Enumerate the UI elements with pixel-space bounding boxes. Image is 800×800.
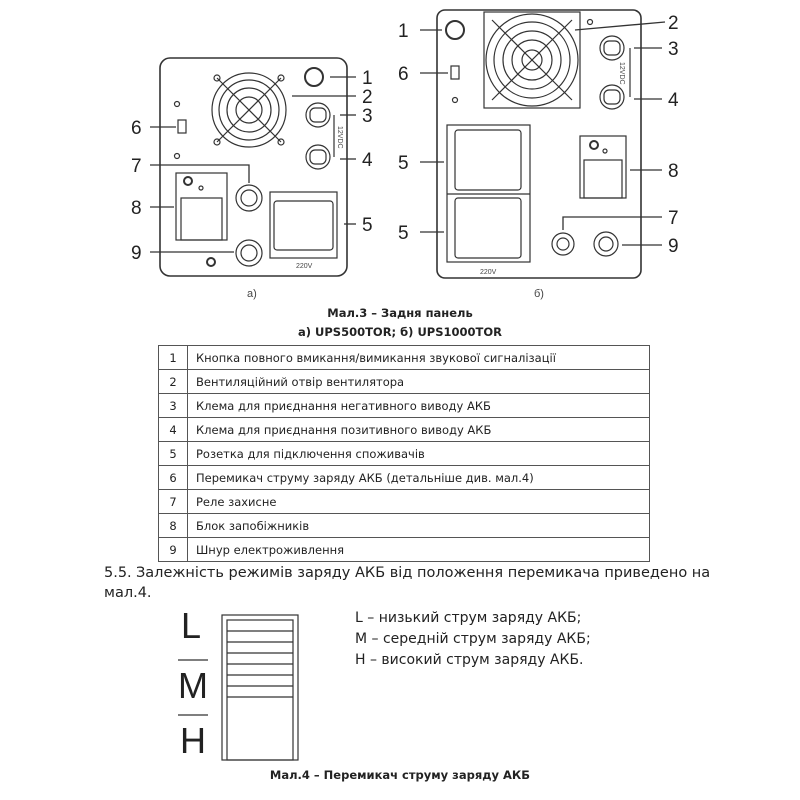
legend-m: M – середній струм заряду АКБ; <box>355 631 591 647</box>
paragraph-text: Залежність режимів заряду АКБ від положе… <box>104 565 711 601</box>
row-number: 9 <box>158 537 188 562</box>
svg-text:5: 5 <box>398 223 409 244</box>
svg-text:220V: 220V <box>480 269 497 276</box>
svg-text:3: 3 <box>668 39 679 60</box>
row-number: 5 <box>158 441 188 466</box>
svg-text:5: 5 <box>398 153 409 174</box>
row-description: Шнур електроживлення <box>187 537 650 562</box>
row-number: 4 <box>158 417 188 442</box>
power-button-icon <box>445 20 465 40</box>
legend-h: H – високий струм заряду АКБ. <box>355 652 584 668</box>
charge-switch-icon <box>177 119 187 134</box>
paragraph-number: 5.5. <box>104 565 132 581</box>
power-cord-icon <box>593 231 619 257</box>
power-button-icon <box>304 67 324 87</box>
svg-text:6: 6 <box>398 64 409 85</box>
svg-text:6: 6 <box>131 118 142 139</box>
svg-text:а): а) <box>247 288 257 300</box>
outlet-icon <box>269 191 338 259</box>
row-number: 2 <box>158 369 188 394</box>
svg-text:2: 2 <box>362 87 373 108</box>
figure3-subcaption: а) UPS500TOR; б) UPS1000TOR <box>298 325 502 339</box>
row-description: Розетка для підключення споживачів <box>187 441 650 466</box>
svg-text:9: 9 <box>668 236 679 257</box>
row-description: Блок запобіжників <box>187 513 650 538</box>
charge-switch-diagram <box>178 614 299 761</box>
legend-l: L – низький струм заряду АКБ; <box>355 610 582 626</box>
row-description: Клема для приєднання позитивного виводу … <box>187 417 650 442</box>
svg-text:1: 1 <box>362 68 373 89</box>
paragraph-5-5: 5.5.Залежність режимів заряду АКБ від по… <box>104 563 714 603</box>
row-description: Вентиляційний отвір вентилятора <box>187 369 650 394</box>
figure4-caption: Мал.4 – Перемикач струму заряду АКБ <box>269 768 531 782</box>
relay-icon <box>551 232 575 256</box>
svg-text:4: 4 <box>668 90 679 111</box>
svg-text:1: 1 <box>398 21 409 42</box>
row-number: 1 <box>158 345 188 370</box>
svg-text:12VDC: 12VDC <box>336 126 343 149</box>
letter-h: H <box>180 720 206 761</box>
row-description: Кнопка повного вмикання/вимикання звуков… <box>187 345 650 370</box>
svg-text:3: 3 <box>362 106 373 127</box>
figure3-caption: Мал.3 – Задня панель <box>327 306 473 320</box>
svg-text:4: 4 <box>362 150 373 171</box>
svg-text:2: 2 <box>668 13 679 34</box>
row-number: 6 <box>158 465 188 490</box>
row-description: Клема для приєднання негативного виводу … <box>187 393 650 418</box>
charge-switch-icon <box>450 65 460 80</box>
relay-icon <box>235 184 263 212</box>
fan-icon <box>483 11 581 109</box>
letter-m: M <box>178 665 208 706</box>
svg-text:220V: 220V <box>296 263 313 270</box>
svg-text:12VDC: 12VDC <box>618 62 625 85</box>
row-description: Реле захисне <box>187 489 650 514</box>
svg-text:5: 5 <box>362 215 373 236</box>
panel-a-ups500tor: 12VDC 220V 1 2 3 4 5 6 7 8 9 а) <box>131 57 373 300</box>
svg-text:7: 7 <box>668 208 679 229</box>
power-cord-icon <box>235 239 263 267</box>
svg-text:8: 8 <box>668 161 679 182</box>
panel-b-ups1000tor: 12VDC 220V 1 2 3 4 5 5 6 7 8 9 б) <box>398 9 679 300</box>
row-number: 8 <box>158 513 188 538</box>
svg-text:7: 7 <box>131 156 142 177</box>
row-number: 7 <box>158 489 188 514</box>
svg-text:8: 8 <box>131 198 142 219</box>
letter-l: L <box>181 605 202 646</box>
svg-text:9: 9 <box>131 243 142 264</box>
row-number: 3 <box>158 393 188 418</box>
fuse-block-icon <box>579 135 627 199</box>
row-description: Перемикач струму заряду АКБ (детальніше … <box>187 465 650 490</box>
fan-icon <box>211 72 287 148</box>
svg-text:б): б) <box>534 288 544 300</box>
